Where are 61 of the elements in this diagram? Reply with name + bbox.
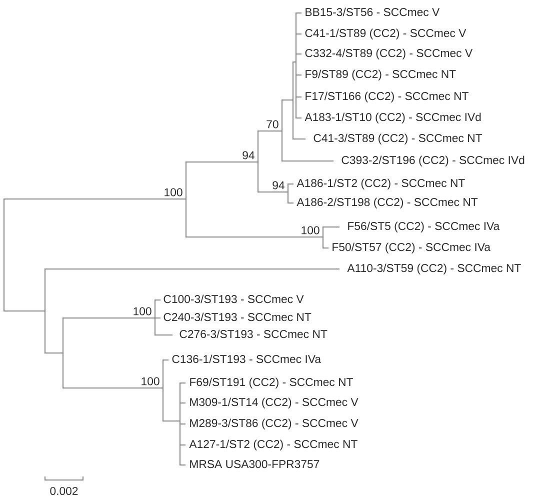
tree-branch [4,198,186,312]
taxon-label: A110-3/ST59 (CC2) - SCCmec NT [347,264,521,274]
bootstrap-value: 100 [142,377,160,386]
taxon-label: BB15-3/ST56 - SCCmec V [306,8,440,16]
tree-branch [282,130,334,162]
taxon-label: C332-4/ST89 (CC2) - SCCmec V [305,48,472,60]
tree-branch [180,444,186,446]
taxon-label: A127-1/ST2 (CC2) - SCCmec NT [189,440,358,450]
tree-branch [180,423,186,424]
tree-branch [186,198,324,238]
tree-branch [282,100,294,132]
taxon-label: C41-1/ST89 (CC2) - SCCmec V [305,28,466,40]
bootstrap-value: 94 [242,151,254,160]
tree-branch [162,387,180,422]
tree-branch [258,130,282,162]
taxon-label: MRSA USA300-FPR3757 [190,460,320,468]
scale-label: 0.002 [50,486,78,496]
taxon-label: C240-3/ST193 - SCCmec NT [164,312,312,322]
tree-branch [322,236,328,248]
tree-branch [154,317,172,336]
tree-branch [296,96,302,98]
taxon-label: F9/ST89 (CC2) - SCCmec NT [306,70,456,80]
tree-branch [292,62,296,100]
tree-branch [180,402,186,404]
taxon-label: C136-1/ST193 - SCCmec IVa [172,354,321,364]
tree-branch [44,268,340,312]
taxon-label: M289-3/ST86 (CC2) - SCCmec V [190,418,358,430]
tree-branch [292,100,306,140]
taxon-label: F17/ST166 (CC2) - SCCmec NT [306,92,468,102]
tree-branch [296,96,302,118]
tree-branch [296,12,302,34]
bootstrap-value: 100 [164,188,182,196]
tree-branch [162,359,168,388]
tree-branch [62,352,164,388]
tree-branch [180,382,186,404]
taxon-label: A186-2/ST198 (CC2) - SCCmec NT [296,198,478,208]
tree-branch [44,310,64,354]
tree-branch [288,183,294,192]
tree-branch [296,74,302,76]
taxon-label: C393-2/ST196 (CC2) - SCCmec IVd [342,156,524,166]
bootstrap-value: 100 [134,307,152,316]
taxon-label: F50/ST57 (CC2) - SCCmec IVa [332,242,490,254]
bootstrap-value: 70 [266,120,278,128]
tree-branch [288,192,294,204]
tree-branch [180,444,186,466]
taxon-label: A186-1/ST2 (CC2) - SCCmec NT [296,178,465,190]
taxon-label: C41-3/ST89 (CC2) - SCCmec NT [314,134,482,144]
bootstrap-value: 100 [302,226,320,234]
tree-branch [62,317,156,354]
tree-branch [154,300,160,318]
tree-branch [186,162,258,200]
taxon-label: F56/ST5 (CC2) - SCCmec IVa [348,222,500,232]
tree-branch [258,162,288,192]
tree-branch [154,317,160,318]
taxon-label: F69/ST191 (CC2) - SCCmec NT [190,378,353,388]
taxon-label: C276-3/ST193 - SCCmec NT [180,330,328,338]
taxon-label: M309-1/ST14 (CC2) - SCCmec V [190,398,358,408]
bootstrap-value: 94 [272,181,284,190]
taxon-label: A183-1/ST10 (CC2) - SCCmec IVd [304,112,481,124]
tree-branch [322,226,340,238]
taxon-label: C100-3/ST193 - SCCmec V [164,294,304,304]
